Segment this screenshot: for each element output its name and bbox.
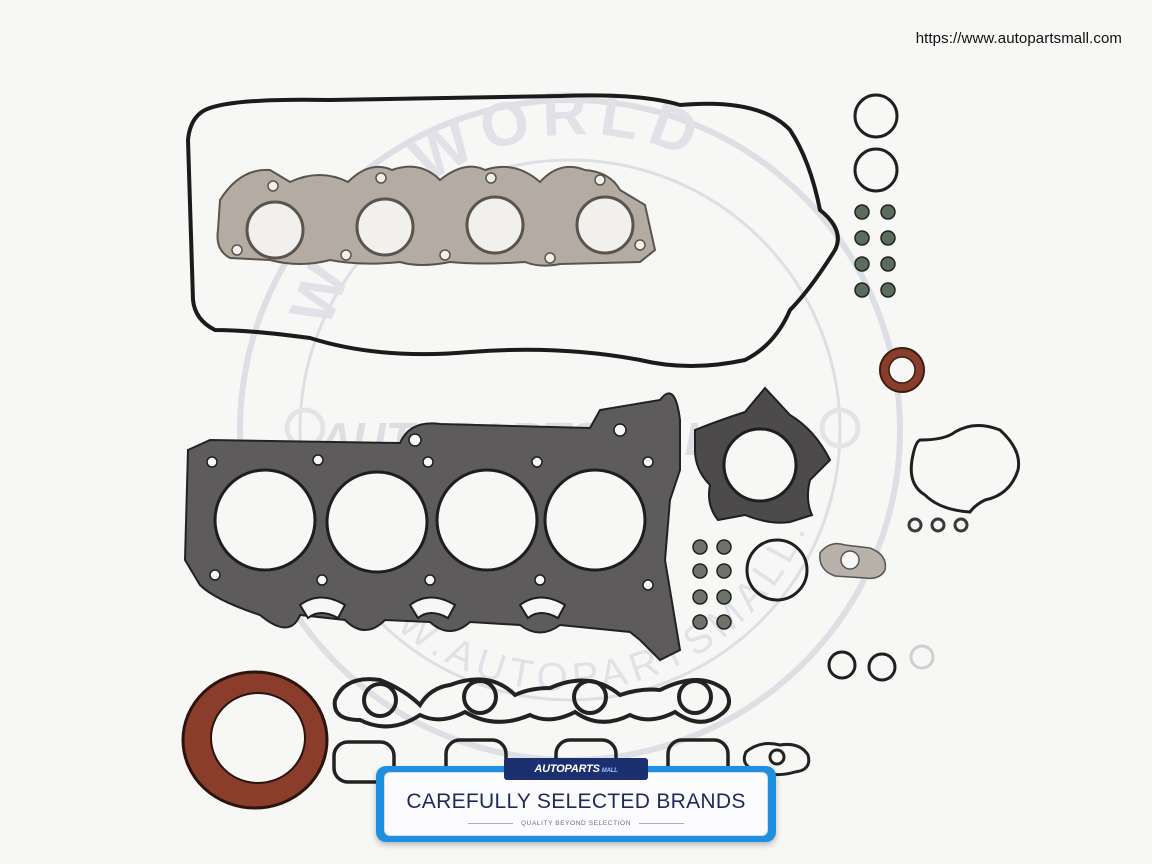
banner-subtitle: QUALITY BEYOND SELECTION (521, 819, 631, 827)
o-rings-top (745, 93, 899, 682)
divider-line-left (468, 822, 513, 824)
banner-title: CAREFULLY SELECTED BRANDS (406, 790, 746, 813)
website-url: https://www.autopartsmall.com (915, 30, 1122, 47)
logo-text: AUTOPARTS (534, 763, 600, 775)
throttle-gasket (694, 386, 832, 524)
thermostat-gasket (909, 424, 1021, 514)
valve-stem-seals-center (692, 539, 732, 630)
egr-gasket (819, 542, 887, 580)
crankshaft-seal (181, 670, 329, 810)
banner-card (384, 772, 768, 836)
valve-stem-seals-right (854, 204, 896, 298)
logo-small-text: MALL (601, 768, 618, 774)
small-rings (907, 517, 969, 533)
head-gasket (183, 392, 682, 662)
exhaust-manifold-gasket (216, 165, 657, 267)
camshaft-seal (879, 347, 925, 393)
o-ring-light (909, 644, 935, 670)
banner-subtitle-row: QUALITY BEYOND SELECTION (468, 818, 684, 828)
valve-cover-gasket (185, 93, 840, 368)
divider-line-right (639, 822, 684, 824)
intake-manifold-gasket (332, 677, 731, 729)
